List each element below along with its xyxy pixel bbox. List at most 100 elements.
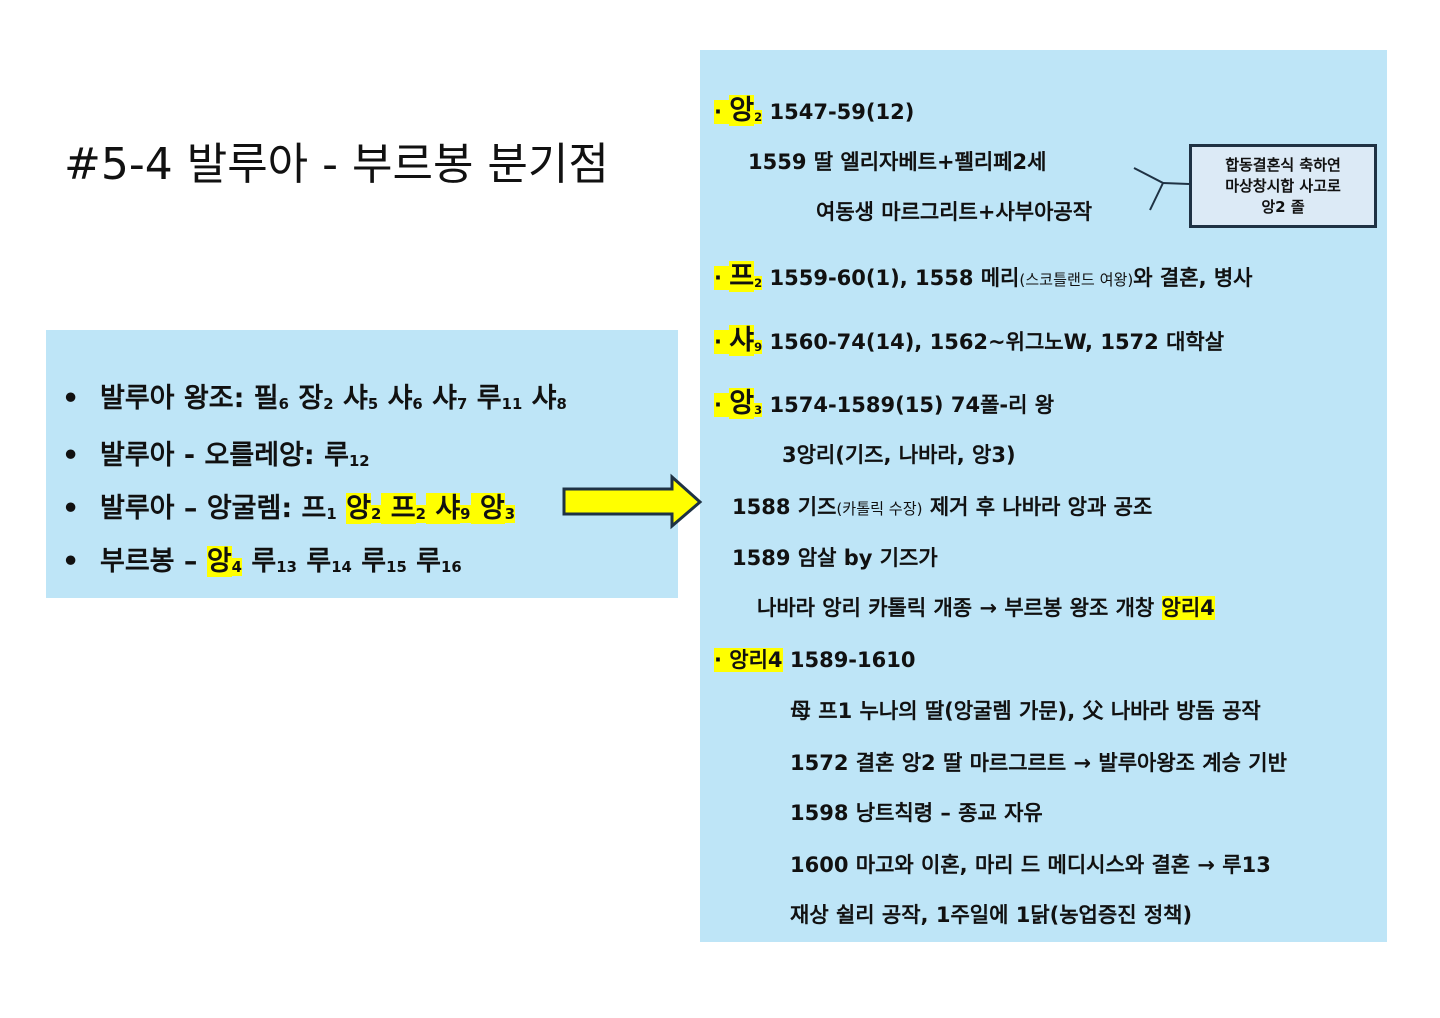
text-segment: 제거 후 나바라 앙과 공조 — [922, 495, 1153, 519]
highlighted-text: · — [714, 330, 730, 354]
text-segment: 11 — [501, 395, 523, 414]
text-segment: 여동생 마르그리트+사부아공작 — [816, 200, 1093, 224]
text-segment: 와 결혼, 병사 — [1133, 266, 1253, 290]
timeline-line: 1559 딸 엘리자베트+펠리페2세 — [748, 146, 1046, 176]
text-segment: 8 — [556, 395, 567, 414]
highlighted-text: · 앙리4 — [714, 648, 783, 672]
text-segment: 발루아 왕조: 필 — [100, 383, 279, 414]
text-segment: 1560-74(14), 1562~위그노W, 1572 대학살 — [762, 330, 1225, 354]
timeline-line: 여동생 마르그리트+사부아공작 — [816, 196, 1092, 226]
text-segment: 2 — [323, 395, 334, 414]
text-segment: 1588 기즈 — [732, 495, 837, 519]
highlighted-text: 3 — [754, 402, 763, 417]
text-segment: 부르봉 – — [100, 546, 207, 577]
slide-title: #5-4 발루아 - 부르봉 분기점 — [64, 139, 609, 190]
text-segment: 6 — [278, 395, 289, 414]
highlighted-text: 앙 — [729, 388, 755, 419]
timeline-line: · 앙2 1547-59(12) — [714, 88, 914, 127]
text-segment: 재상 쉴리 공작, 1주일에 1닭(농업증진 정책) — [790, 903, 1193, 927]
bracket-connector — [1133, 167, 1165, 211]
timeline-line: 1600 마고와 이혼, 마리 드 메디시스와 결혼 → 루13 — [790, 849, 1271, 879]
timeline-line: · 프2 1559-60(1), 1558 메리(스코틀랜드 여왕)와 결혼, … — [714, 254, 1253, 293]
timeline-line: 1572 결혼 앙2 딸 마르그르트 → 발루아왕조 계승 기반 — [790, 747, 1287, 777]
highlighted-text: 2 — [754, 109, 763, 124]
text-segment: 루 — [296, 546, 332, 577]
text-segment: 1 — [326, 505, 337, 524]
timeline-line: 3앙리(기즈, 나바라, 앙3) — [782, 439, 1016, 469]
bullet-icon: • — [62, 546, 80, 577]
text-segment: 1589-1610 — [782, 648, 916, 672]
list-item: •발루아 – 앙굴렘: 프1 앙2 프2 샤9 앙3 — [62, 486, 516, 525]
text-segment: 3앙리(기즈, 나바라, 앙3) — [782, 443, 1016, 467]
text-segment: 6 — [412, 395, 423, 414]
timeline-line: 재상 쉴리 공작, 1주일에 1닭(농업증진 정책) — [790, 899, 1192, 929]
highlighted-text: 앙리4 — [1161, 596, 1215, 620]
highlighted-text: 앙 — [346, 493, 371, 524]
timeline-line: 母 프1 누나의 딸(앙굴렘 가문), 父 나바라 방돔 공작 — [790, 695, 1261, 725]
highlighted-text: 4 — [231, 558, 243, 577]
bullet-icon: • — [62, 383, 80, 414]
text-segment: 12 — [348, 452, 370, 471]
text-segment: 1574-1589(15) 74폴-리 왕 — [762, 393, 1055, 417]
timeline-line: · 앙리4 1589-1610 — [714, 644, 915, 674]
text-segment: 15 — [386, 558, 407, 577]
highlighted-text: 프 — [729, 261, 755, 292]
text-segment: 발루아 - 오를레앙: 루 — [100, 440, 349, 471]
callout-line: 앙2 졸 — [1261, 197, 1305, 216]
text-segment: 16 — [441, 558, 462, 577]
text-segment: 나바라 앙리 카톨릭 개종 → 부르봉 왕조 개창 — [757, 596, 1162, 620]
text-segment: 샤 — [333, 383, 368, 414]
bracket-connector-line — [1162, 182, 1190, 185]
list-item: • 발루아 - 오를레앙: 루12 — [62, 433, 370, 472]
timeline-line: 1589 암살 by 기즈가 — [732, 542, 938, 572]
bullet-icon: • — [62, 493, 80, 524]
text-segment: 母 프1 누나의 딸(앙굴렘 가문), 父 나바라 방돔 공작 — [790, 699, 1261, 723]
highlighted-text: 3 — [504, 505, 516, 524]
highlighted-text: 샤 — [425, 493, 461, 524]
highlighted-text: · — [714, 266, 730, 290]
timeline-line: · 앙3 1574-1589(15) 74폴-리 왕 — [714, 381, 1054, 420]
text-segment: 14 — [331, 558, 352, 577]
text-segment: 5 — [367, 395, 379, 414]
text-segment: 7 — [457, 395, 468, 414]
highlighted-text: 샤 — [729, 325, 755, 356]
text-segment: 장 — [288, 383, 324, 414]
text-segment: (스코틀랜드 여왕) — [1019, 271, 1134, 289]
highlighted-text: 앙 — [729, 95, 755, 126]
timeline-line: 1588 기즈(카톨릭 수장) 제거 후 나바라 앙과 공조 — [732, 491, 1152, 521]
highlighted-text: 2 — [754, 275, 763, 290]
text-segment: 1600 마고와 이혼, 마리 드 메디시스와 결혼 → 루13 — [790, 853, 1271, 877]
text-segment: 발루아 – 앙굴렘: 프 — [100, 493, 327, 524]
highlighted-text: 9 — [460, 505, 471, 524]
list-item: •발루아 왕조: 필6 장2 샤5 샤6 샤7 루11 샤8 — [62, 376, 567, 415]
highlighted-text: 2 — [415, 505, 426, 524]
callout-line: 합동결혼식 축하연 — [1225, 155, 1341, 174]
text-segment: 1589 암살 by 기즈가 — [732, 546, 938, 570]
bullet-icon: • — [62, 440, 80, 471]
text-segment: 루 — [351, 546, 387, 577]
text-segment: 1559 딸 엘리자베트+펠리페2세 — [748, 150, 1047, 174]
text-segment: 샤 — [422, 383, 458, 414]
highlighted-text: 2 — [370, 505, 382, 524]
callout-box: 합동결혼식 축하연 마상창시합 사고로 앙2 졸 — [1189, 144, 1377, 228]
list-item: •부르봉 – 앙4 루13 루14 루15 루16 — [62, 539, 462, 578]
text-segment: 1547-59(12) — [762, 100, 915, 124]
text-segment: 1572 결혼 앙2 딸 마르그르트 → 발루아왕조 계승 기반 — [790, 751, 1287, 775]
text-segment: 13 — [276, 558, 297, 577]
text-segment: 1559-60(1), 1558 메리 — [762, 266, 1020, 290]
text-segment: 루 — [242, 546, 277, 577]
text-segment: 루 — [406, 546, 442, 577]
text-segment: 루 — [467, 383, 502, 414]
text-segment: 1598 낭트칙령 – 종교 자유 — [790, 801, 1043, 825]
timeline-line: 나바라 앙리 카톨릭 개종 → 부르봉 왕조 개창 앙리4 — [757, 592, 1215, 622]
text-segment: (카톨릭 수장) — [836, 500, 923, 518]
highlighted-text: · — [714, 100, 730, 124]
highlighted-text: 앙 — [470, 493, 505, 524]
highlighted-text: 프 — [381, 493, 416, 524]
timeline-line: · 샤9 1560-74(14), 1562~위그노W, 1572 대학살 — [714, 318, 1224, 357]
highlighted-text: 앙 — [206, 546, 232, 577]
timeline-line: 1598 낭트칙령 – 종교 자유 — [790, 797, 1043, 827]
highlighted-text: · — [714, 393, 730, 417]
arrow-right-icon — [562, 473, 703, 530]
